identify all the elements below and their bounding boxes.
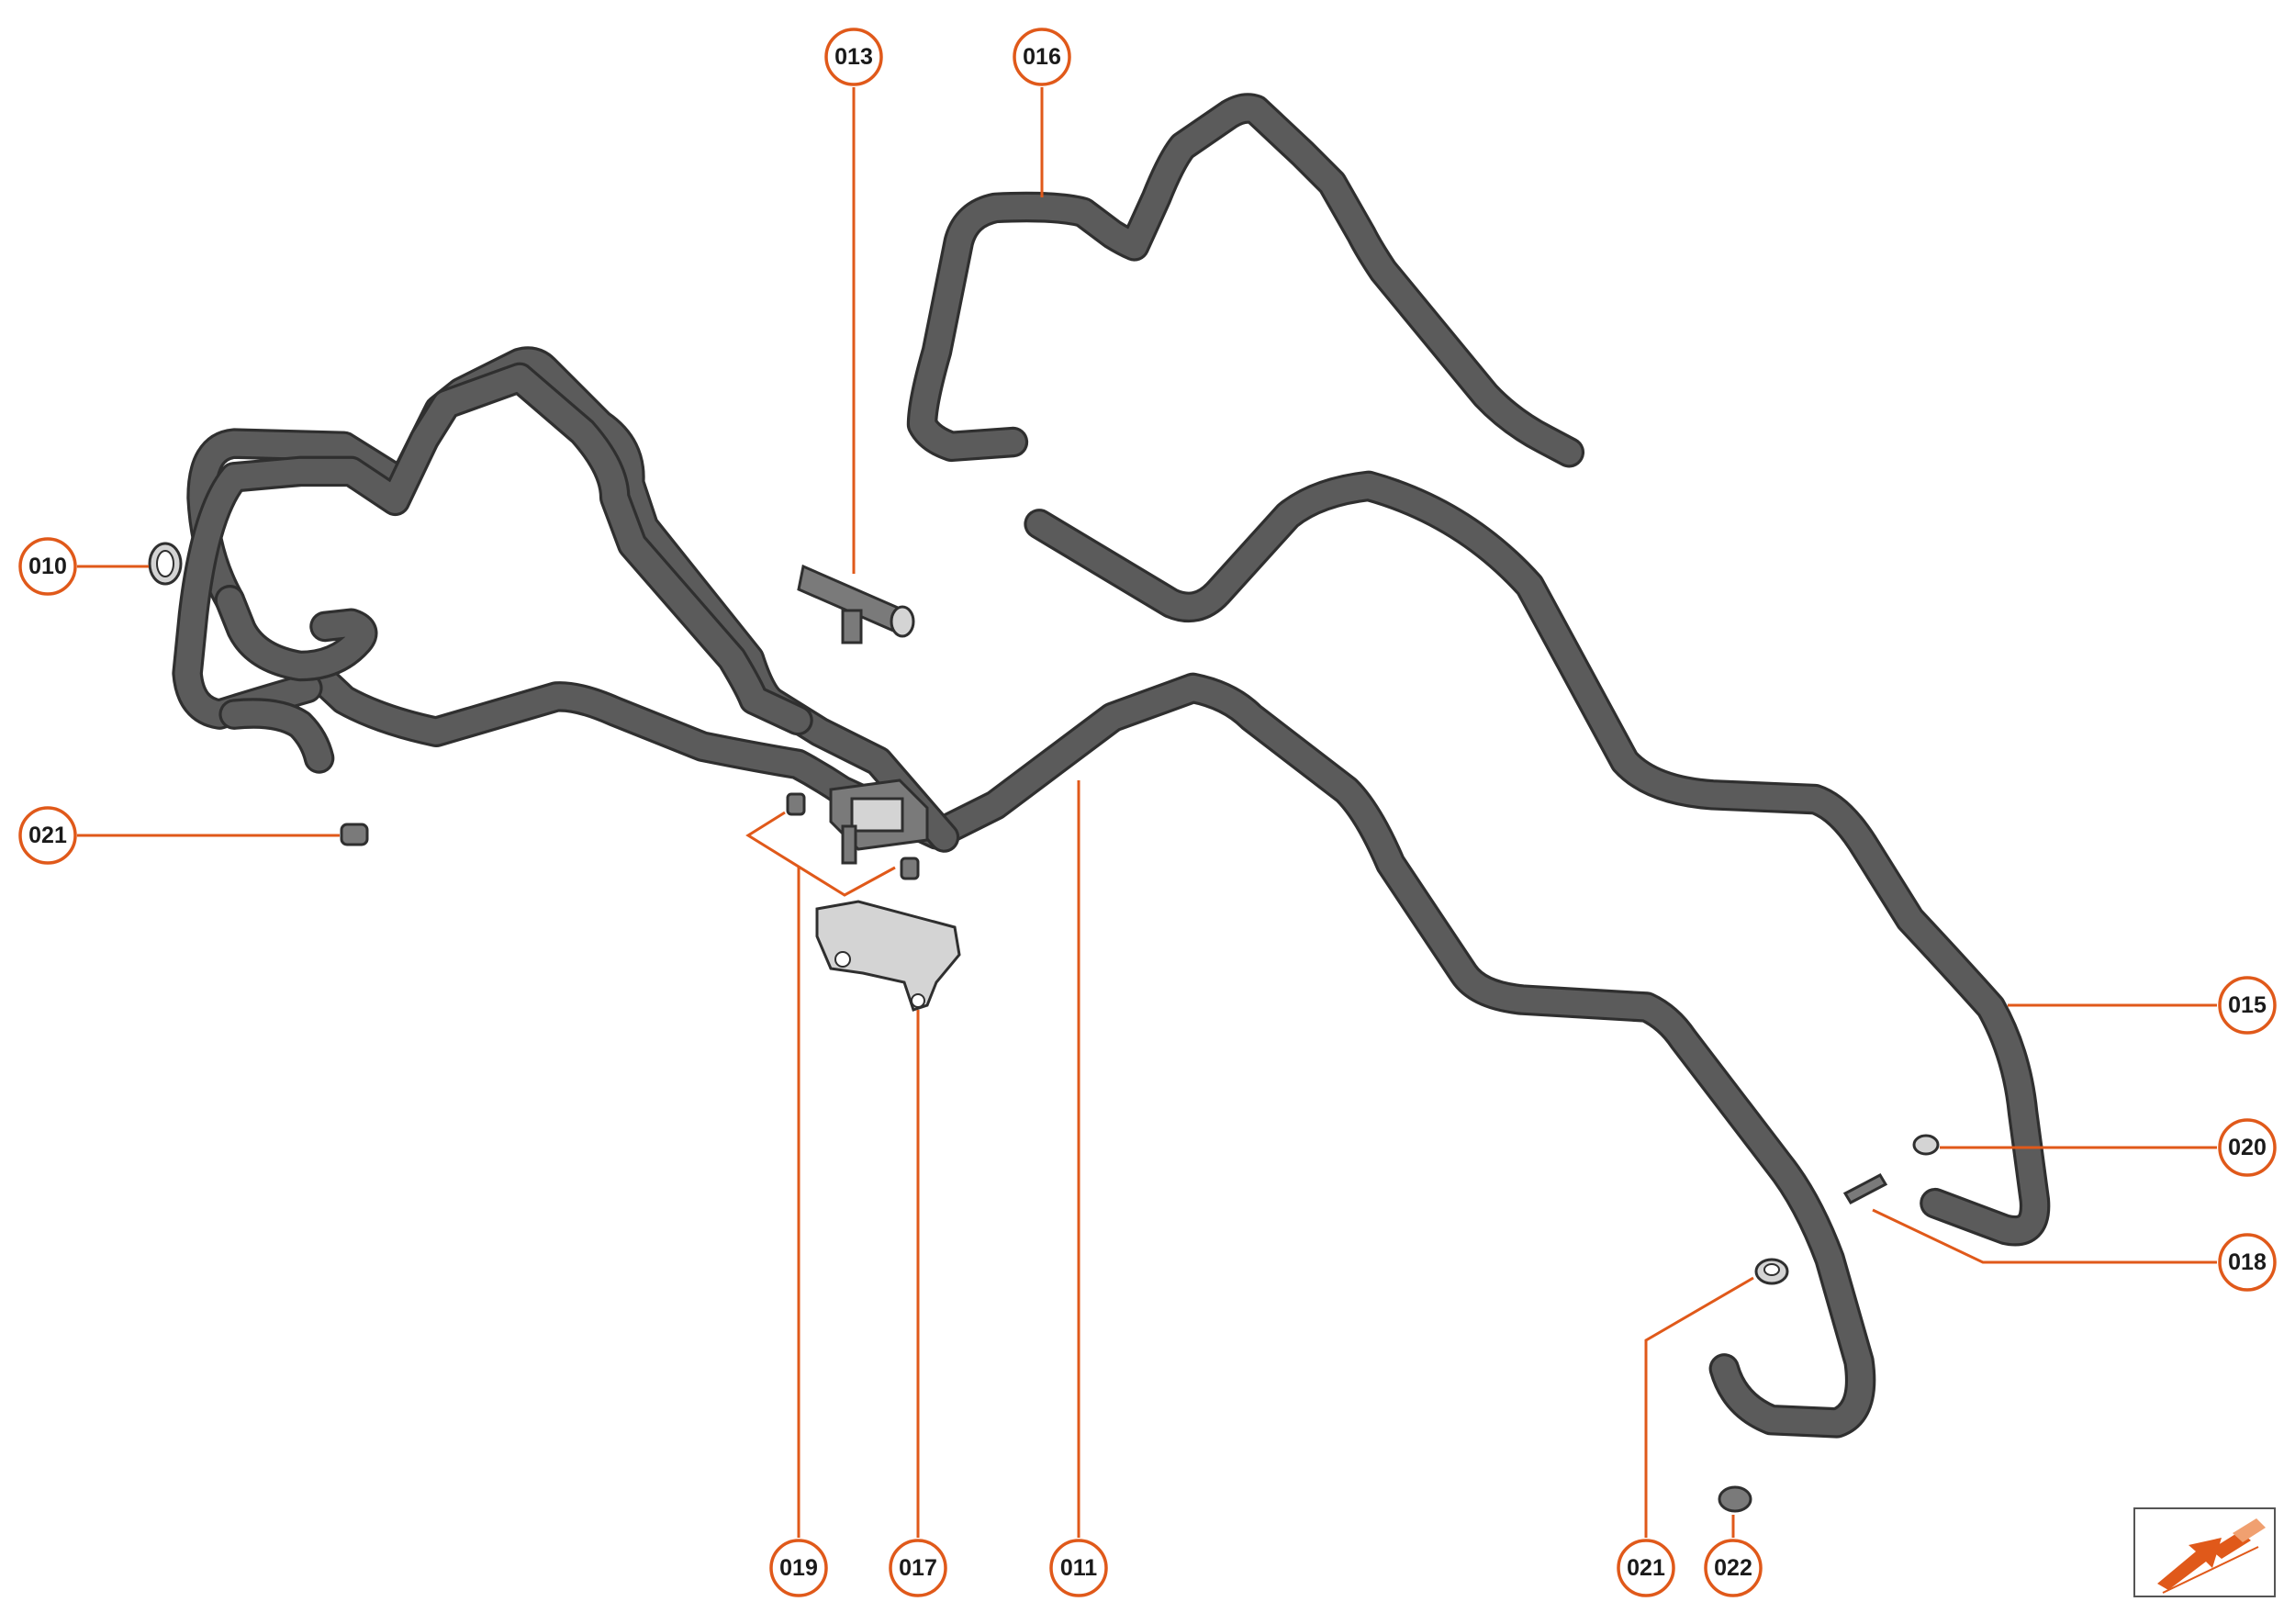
- grommet-019b: [900, 857, 920, 880]
- hose-assembly: [172, 93, 2051, 1439]
- t-connector-013: [797, 564, 915, 644]
- cap-021a: [340, 823, 369, 846]
- valve-block: [829, 778, 929, 865]
- clip-020: [1912, 1134, 1940, 1156]
- callout-016-label: 016: [1023, 44, 1061, 70]
- callout-011[interactable]: 011: [1049, 1539, 1108, 1597]
- clamp-021b: [1754, 1258, 1789, 1285]
- callout-019-label: 019: [779, 1555, 818, 1581]
- grommet-019a: [786, 792, 806, 816]
- callout-010[interactable]: 010: [18, 537, 77, 596]
- callout-021-left-label: 021: [28, 823, 67, 848]
- direction-arrow-button[interactable]: [2133, 1507, 2276, 1597]
- leader-lines: [77, 87, 2217, 1538]
- clamp-022: [1718, 1485, 1752, 1513]
- callout-013[interactable]: 013: [824, 28, 883, 86]
- bracket-017: [815, 900, 961, 1012]
- direction-arrow-icon: [2157, 1518, 2266, 1594]
- callout-020[interactable]: 020: [2218, 1118, 2277, 1177]
- callout-018-label: 018: [2228, 1249, 2267, 1275]
- callout-017-label: 017: [899, 1555, 937, 1581]
- callout-015[interactable]: 015: [2218, 976, 2277, 1035]
- callout-022-label: 022: [1714, 1555, 1752, 1581]
- callout-021-left[interactable]: 021: [18, 806, 77, 865]
- callout-022[interactable]: 022: [1704, 1539, 1763, 1597]
- clamp-010: [148, 542, 183, 586]
- callout-021-bottom[interactable]: 021: [1617, 1539, 1675, 1597]
- callout-017[interactable]: 017: [889, 1539, 947, 1597]
- callout-011-label: 011: [1060, 1555, 1097, 1581]
- callout-020-label: 020: [2228, 1135, 2267, 1160]
- callout-021-bottom-label: 021: [1627, 1555, 1665, 1581]
- connector-018: [1842, 1173, 1888, 1204]
- callout-015-label: 015: [2228, 992, 2267, 1018]
- callout-013-label: 013: [834, 44, 873, 70]
- callout-016[interactable]: 016: [1013, 28, 1071, 86]
- callout-018[interactable]: 018: [2218, 1233, 2277, 1292]
- callout-019[interactable]: 019: [769, 1539, 828, 1597]
- callout-010-label: 010: [28, 554, 67, 579]
